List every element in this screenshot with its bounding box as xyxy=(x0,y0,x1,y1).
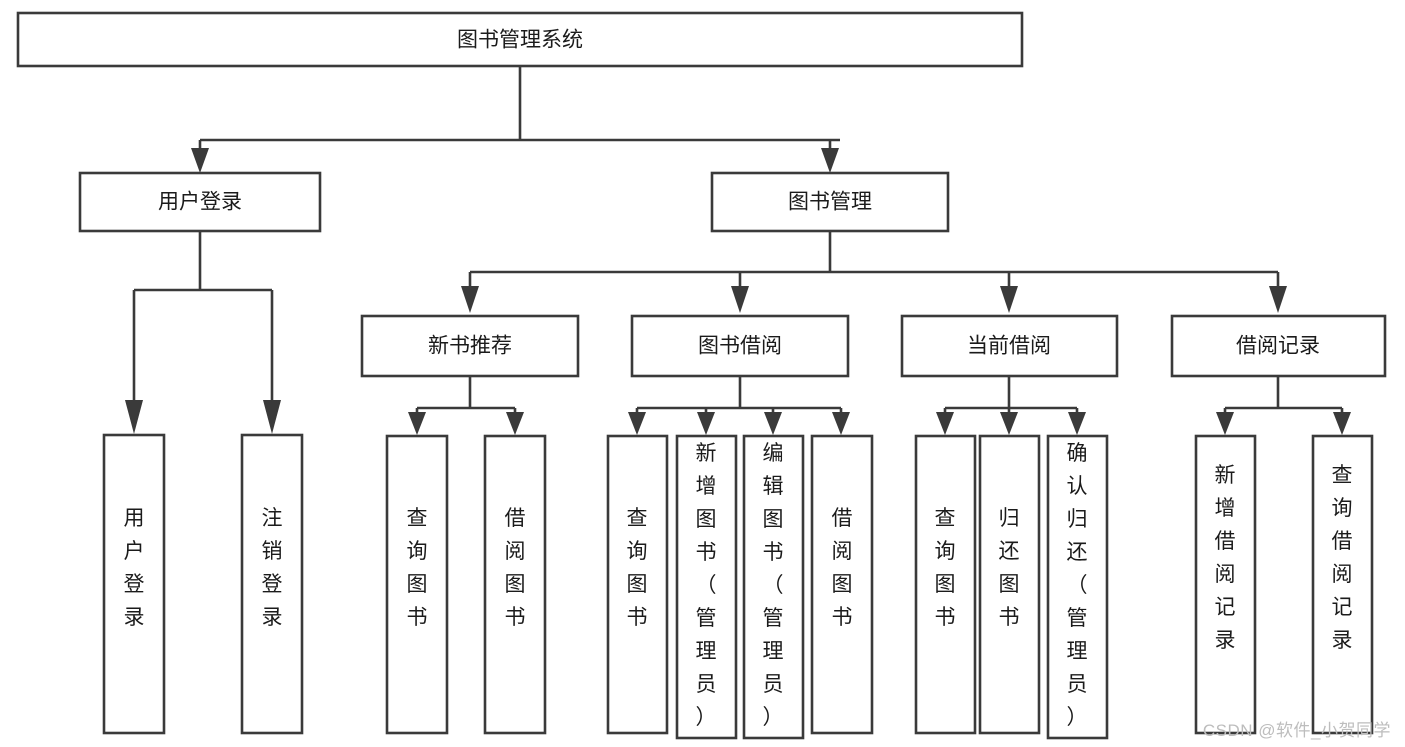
arrow-head-leaf-borrow-book-2 xyxy=(832,412,850,435)
node-current-borrow-label: 当前借阅 xyxy=(967,335,1051,358)
arrow-head-leaf-query-book-2 xyxy=(628,412,646,435)
node-leaf-query-book-2[interactable]: 查询图书 xyxy=(606,434,669,735)
node-leaf-borrow-book-1-box[interactable] xyxy=(483,434,547,735)
node-leaf-query-book-1-label: 查询图书 xyxy=(407,507,428,629)
node-leaf-borrow-book-2[interactable]: 借阅图书 xyxy=(810,434,874,735)
node-borrow-record-box[interactable] xyxy=(1170,314,1387,378)
node-leaf-borrow-book-2-label: 借阅图书 xyxy=(832,507,853,629)
node-leaf-user-login-label: 用户登录 xyxy=(124,507,145,629)
arrow-head-new-book-rec xyxy=(461,286,479,313)
node-leaf-query-record-box[interactable] xyxy=(1311,434,1374,735)
node-leaf-return-book-label: 归还图书 xyxy=(999,507,1020,629)
node-borrow-record-label: 借阅记录 xyxy=(1236,335,1320,358)
node-user-login-label: 用户登录 xyxy=(158,191,242,214)
node-leaf-return-book[interactable]: 归还图书 xyxy=(978,434,1041,735)
node-leaf-borrow-book-1[interactable]: 借阅图书 xyxy=(483,434,547,735)
arrow-head-leaf-borrow-book-1 xyxy=(506,412,524,435)
node-new-book-rec[interactable]: 新书推荐 xyxy=(360,314,580,378)
arrow-head-book-manage xyxy=(821,148,839,173)
node-book-borrow-box[interactable] xyxy=(630,314,850,378)
node-book-borrow[interactable]: 图书借阅 xyxy=(630,314,850,378)
node-root-box[interactable] xyxy=(16,11,1024,68)
node-current-borrow[interactable]: 当前借阅 xyxy=(900,314,1119,378)
node-leaf-return-book-box[interactable] xyxy=(978,434,1041,735)
node-book-manage-box[interactable] xyxy=(710,171,950,233)
node-user-login[interactable]: 用户登录 xyxy=(78,171,322,233)
arrow-head-leaf-query-record xyxy=(1333,412,1351,435)
node-leaf-add-record-box[interactable] xyxy=(1194,434,1257,735)
node-leaf-logout-label: 注销登录 xyxy=(262,507,283,629)
node-new-book-rec-box[interactable] xyxy=(360,314,580,378)
arrow-head-leaf-query-book-1 xyxy=(408,412,426,435)
arrow-head-user-login xyxy=(191,148,209,173)
node-leaf-query-book-1[interactable]: 查询图书 xyxy=(385,434,449,735)
node-leaf-add-record[interactable]: 新增借阅记录 xyxy=(1194,434,1257,735)
arrow-head-book-borrow xyxy=(731,286,749,313)
arrow-head-current-borrow xyxy=(1000,286,1018,313)
node-book-manage-label: 图书管理 xyxy=(788,191,872,214)
node-leaf-edit-book-box[interactable] xyxy=(742,434,805,740)
node-leaf-query-record[interactable]: 查询借阅记录 xyxy=(1311,434,1374,735)
node-leaf-user-login-box[interactable] xyxy=(102,433,166,735)
node-leaf-query-record-label: 查询借阅记录 xyxy=(1332,464,1353,652)
node-new-book-rec-label: 新书推荐 xyxy=(428,335,512,358)
arrow-head-leaf-logout xyxy=(263,400,281,434)
arrow-head-leaf-add-record xyxy=(1216,412,1234,435)
node-leaf-logout-box[interactable] xyxy=(240,433,304,735)
node-borrow-record[interactable]: 借阅记录 xyxy=(1170,314,1387,378)
node-leaf-confirm-return-box[interactable] xyxy=(1046,434,1109,740)
arrow-head-leaf-user-login xyxy=(125,400,143,434)
node-leaf-query-book-2-box[interactable] xyxy=(606,434,669,735)
node-leaf-add-book-box[interactable] xyxy=(675,434,738,740)
node-leaf-edit-book-label: 编辑图书（管理员） xyxy=(763,442,784,729)
node-leaf-confirm-return-label: 确认归还（管理员） xyxy=(1067,442,1088,729)
node-book-manage[interactable]: 图书管理 xyxy=(710,171,950,233)
node-leaf-user-login[interactable]: 用户登录 xyxy=(102,433,166,735)
arrow-head-leaf-add-book xyxy=(697,412,715,435)
node-leaf-query-book-3-label: 查询图书 xyxy=(935,507,956,629)
node-user-login-box[interactable] xyxy=(78,171,322,233)
node-leaf-query-book-2-label: 查询图书 xyxy=(627,507,648,629)
arrow-head-leaf-return-book xyxy=(1000,412,1018,435)
node-leaf-query-book-1-box[interactable] xyxy=(385,434,449,735)
node-leaf-confirm-return[interactable]: 确认归还（管理员） xyxy=(1046,434,1109,740)
node-leaf-logout[interactable]: 注销登录 xyxy=(240,433,304,735)
arrow-head-leaf-query-book-3 xyxy=(936,412,954,435)
node-root-label: 图书管理系统 xyxy=(457,29,583,52)
node-leaf-edit-book[interactable]: 编辑图书（管理员） xyxy=(742,434,805,740)
arrow-head-leaf-confirm-return xyxy=(1068,412,1086,435)
connectors-layer xyxy=(125,66,1351,435)
node-leaf-add-record-label: 新增借阅记录 xyxy=(1215,464,1236,652)
node-leaf-add-book-label: 新增图书（管理员） xyxy=(696,442,717,729)
node-leaf-query-book-3-box[interactable] xyxy=(914,434,977,735)
arrow-head-leaf-edit-book xyxy=(764,412,782,435)
node-current-borrow-box[interactable] xyxy=(900,314,1119,378)
node-leaf-borrow-book-1-label: 借阅图书 xyxy=(505,507,526,629)
node-leaf-add-book[interactable]: 新增图书（管理员） xyxy=(675,434,738,740)
node-book-borrow-label: 图书借阅 xyxy=(698,335,782,358)
node-leaf-query-book-3[interactable]: 查询图书 xyxy=(914,434,977,735)
node-leaf-borrow-book-2-box[interactable] xyxy=(810,434,874,735)
node-root[interactable]: 图书管理系统 xyxy=(16,11,1024,68)
arrow-head-borrow-record xyxy=(1269,286,1287,313)
